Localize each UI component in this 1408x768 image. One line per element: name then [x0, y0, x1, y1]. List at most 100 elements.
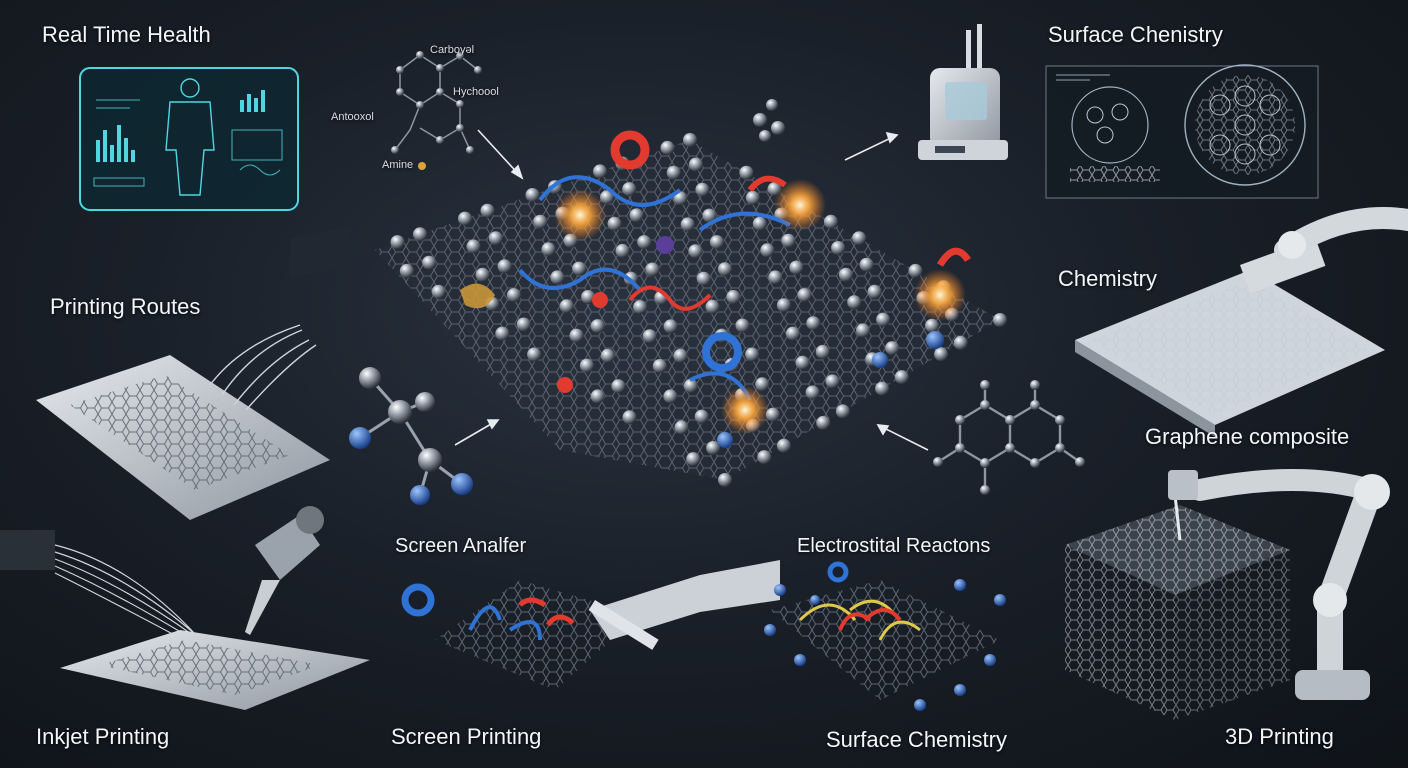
lattice-atom [611, 379, 626, 394]
lattice-atom [629, 208, 644, 223]
real-time-health-hud [79, 67, 299, 211]
lattice-atom [745, 347, 760, 362]
lattice-atom [527, 347, 542, 362]
lattice-atom [600, 190, 614, 205]
squeegee-icon [588, 560, 780, 650]
lattice-atom [757, 450, 772, 465]
lattice-atom [755, 377, 770, 392]
label-printing-routes: Printing Routes [50, 294, 201, 319]
lattice-atom [541, 242, 556, 257]
lattice-atom [642, 329, 657, 344]
label-chemistry: Chemistry [1058, 266, 1158, 291]
lattice-atom [673, 191, 688, 206]
robot-arm-icon [1274, 207, 1408, 261]
lattice-atom [795, 355, 810, 370]
molecule-atoms [391, 51, 482, 154]
inkjet-nozzle-icon [245, 506, 324, 635]
lattice-atom [674, 420, 689, 435]
chemistry-tray [1075, 237, 1385, 437]
dispenser-device-icon [918, 24, 1008, 160]
lattice-atom [673, 348, 688, 363]
lattice-atom [867, 284, 882, 299]
lattice-atom [993, 313, 1007, 327]
lattice-atom [607, 216, 622, 231]
lattice-atom [776, 298, 791, 313]
lattice-atom [399, 263, 414, 278]
lattice-atom [885, 341, 900, 356]
lattice-atom [475, 267, 490, 282]
label-screen-printing: Screen Printing [391, 724, 542, 749]
lattice-atom [590, 389, 605, 404]
lattice-atom [390, 235, 405, 250]
inkjet-printing-station [0, 506, 370, 710]
lattice-atom [683, 378, 698, 393]
lattice-atom [717, 262, 732, 277]
lattice-atom [785, 326, 800, 341]
surface-chemistry-panel [1045, 64, 1319, 199]
lattice-atom [683, 133, 697, 147]
lattice-atom [815, 344, 830, 359]
lattice-atom [569, 328, 584, 343]
lattice-atom [768, 270, 783, 285]
lattice-atom [702, 208, 717, 223]
label-antioxol: Antooxol [331, 111, 374, 123]
lattice-atom [789, 260, 804, 275]
lattice-atom [735, 318, 750, 333]
lattice-atom [765, 407, 780, 422]
lattice-atom [705, 299, 720, 314]
lattice-atom [859, 257, 874, 272]
lattice-atom [760, 243, 775, 258]
lattice-atom [825, 374, 840, 389]
3d-printing-station [1065, 469, 1390, 720]
reaction-glows [554, 179, 966, 434]
lattice-atom [579, 358, 594, 373]
aromatic-molecule [937, 385, 1081, 490]
lattice-atom [622, 182, 637, 197]
lattice-atom [581, 290, 596, 304]
lattice-atom [666, 165, 681, 180]
lattice-atom [680, 217, 695, 232]
lattice-atom [600, 348, 615, 363]
lattice-atom [480, 203, 495, 218]
body-scan-icon [165, 78, 215, 196]
lattice-atom [458, 211, 472, 226]
atom-cluster [753, 99, 785, 142]
lattice-atom [776, 438, 791, 453]
label-electrostital-reactons: Electrostital Reactons [797, 535, 991, 557]
lattice-atom [622, 410, 637, 425]
lattice-atom [663, 319, 678, 334]
lattice-atom [663, 389, 678, 404]
label-carboxyl: Carboyǝl [430, 44, 475, 56]
lattice-atom [856, 323, 870, 338]
lattice-atom [709, 235, 724, 250]
lattice-atom [688, 157, 703, 172]
lattice-atom [847, 295, 862, 310]
lattice-atom [852, 231, 867, 246]
label-inkjet-printing: Inkjet Printing [36, 724, 170, 749]
lattice-atom [816, 415, 831, 430]
lattice-atom [466, 239, 481, 254]
lattice-atom [718, 473, 732, 487]
lattice-atom [781, 233, 796, 248]
lattice-atom [688, 244, 703, 259]
lattice-atom [533, 214, 548, 229]
lattice-atom [495, 326, 510, 341]
lattice-atom [823, 214, 838, 229]
lattice-atom [422, 255, 437, 270]
lattice-atom [572, 261, 587, 276]
lattice-atom [695, 182, 710, 197]
lattice-atom [752, 216, 767, 231]
lattice-atom [686, 452, 701, 467]
lattice-atom [559, 299, 574, 314]
lattice-atom [413, 227, 427, 242]
lattice-atom [934, 347, 949, 362]
label-amine: Amine [382, 159, 414, 171]
flow-arrows [454, 129, 929, 451]
aromatic-atoms [933, 380, 1085, 495]
lattice-atom [590, 319, 605, 334]
lattice-atom [488, 231, 503, 246]
screen-printing-station [401, 560, 780, 690]
lattice-atom [953, 335, 968, 350]
label-real-time-health: Real Time Health [42, 22, 211, 47]
